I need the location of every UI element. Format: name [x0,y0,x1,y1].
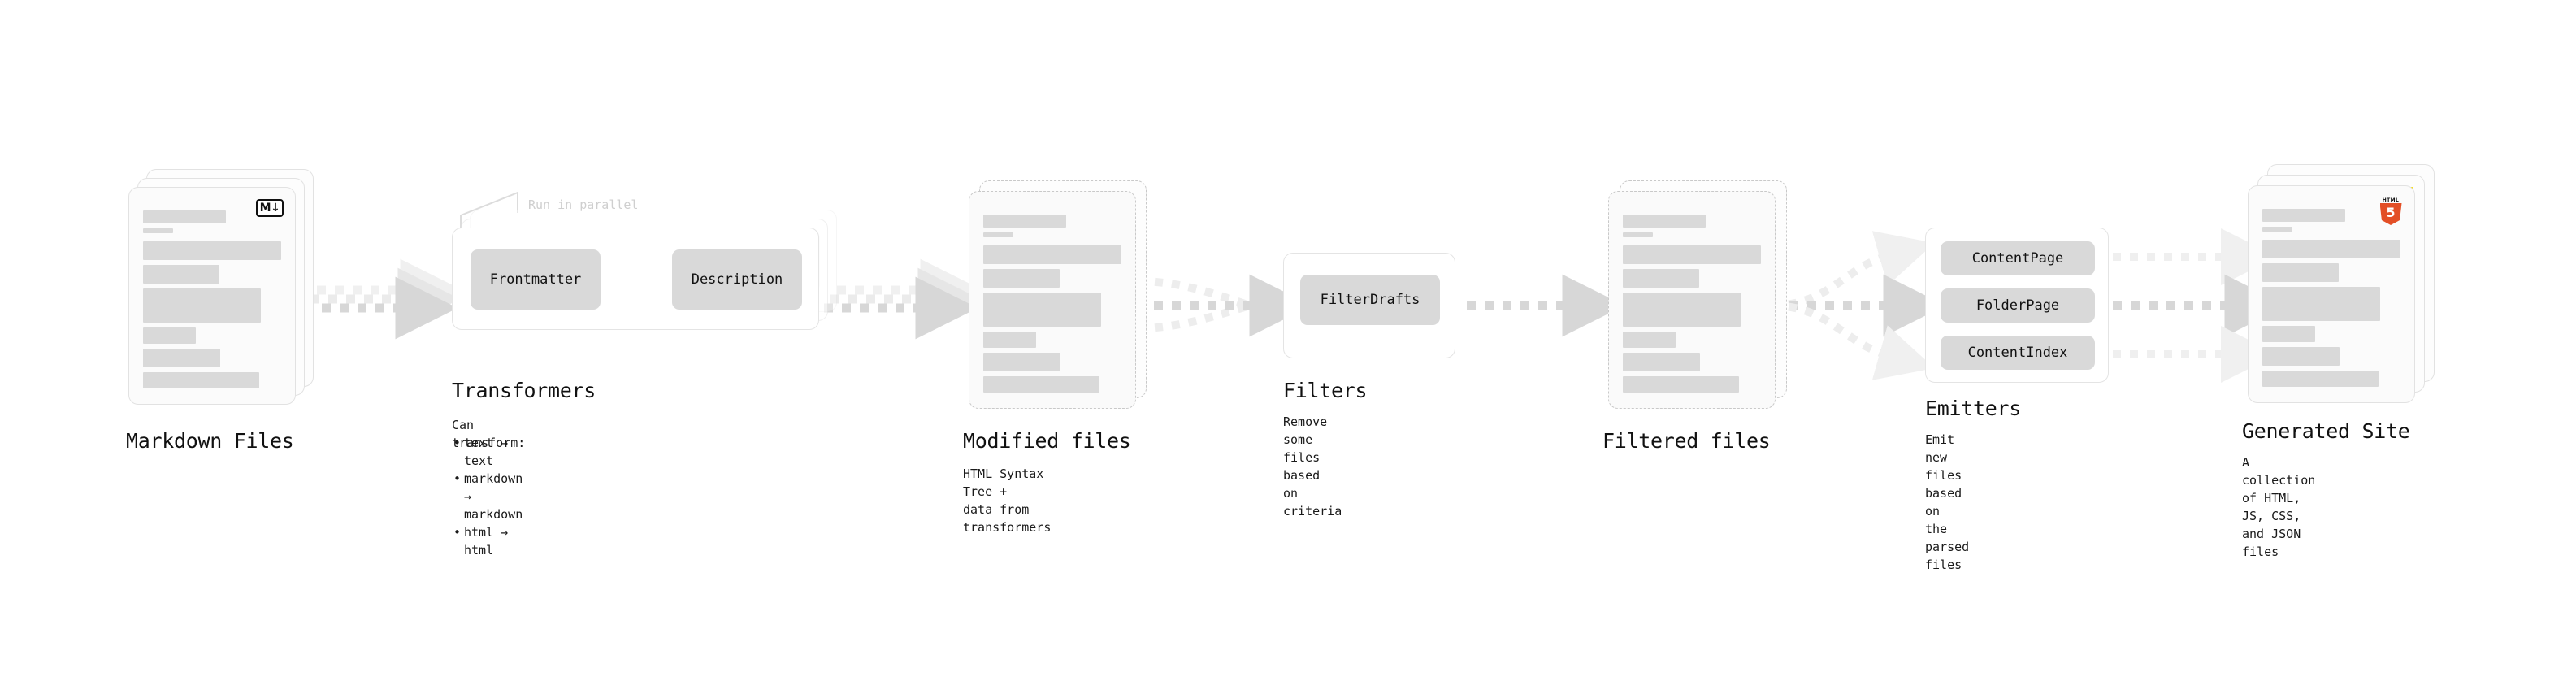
skeleton-bar [1623,293,1741,327]
modified-files-title: Modified files [963,429,1131,453]
site-card-front: HTML [2248,185,2415,403]
skeleton-bar [983,232,1014,237]
skeleton-bar [2262,347,2340,366]
document-skeleton [1623,215,1761,393]
emitters-description: Emit new files based on the parsed files [1925,432,1970,572]
skeleton-bar [1623,215,1706,228]
document-skeleton [2262,209,2400,387]
arrow-markdown-to-transformers [304,258,463,340]
document-skeleton [983,215,1121,393]
skeleton-bar [983,215,1066,228]
skeleton-bar [1623,332,1676,348]
transform-item: html → html [452,523,523,559]
skeleton-bar [983,332,1036,348]
skeleton-bar [2262,227,2293,232]
skeleton-bar [1623,232,1654,237]
filters-title: Filters [1283,379,1368,402]
skeleton-bar [1623,269,1699,288]
arrow-transformers-to-modified [824,258,983,340]
skeleton-bar [1623,376,1739,393]
skeleton-bar [2262,209,2345,222]
emitter-pill-contentindex[interactable]: ContentIndex [1941,336,2095,370]
skeleton-bar [1623,353,1701,371]
markdown-card-front: M↓ [128,187,296,405]
filters-description: Remove some files based on criteria [1283,414,1342,518]
skeleton-bar [143,265,219,284]
markdown-icon: M↓ [256,199,284,217]
skeleton-bar [143,210,226,223]
skeleton-bar [2262,371,2379,387]
html5-icon: HTML [2379,197,2403,225]
emitter-pill-contentpage[interactable]: ContentPage [1941,241,2095,275]
skeleton-bar [983,293,1101,327]
emitter-pill-folderpage[interactable]: FolderPage [1941,288,2095,323]
document-skeleton [143,210,281,388]
skeleton-bar [143,372,259,388]
skeleton-bar [2262,240,2400,258]
skeleton-bar [143,288,261,323]
filter-pill-filterdrafts[interactable]: FilterDrafts [1300,275,1440,325]
skeleton-bar [143,327,196,344]
transform-item: markdown → markdown [452,470,523,523]
filtered-card-front [1608,191,1776,409]
skeleton-bar [983,376,1099,393]
skeleton-bar [143,349,221,367]
modified-files-description: HTML Syntax Tree + data from transformer… [963,466,1052,535]
skeleton-bar [143,241,281,260]
skeleton-bar [983,353,1061,371]
skeleton-bar [983,269,1060,288]
arrow-modified-to-filters [1136,274,1312,337]
filtered-files-title: Filtered files [1602,429,1771,453]
arrow-filtered-to-emitters [1771,231,1946,380]
emitters-title: Emitters [1925,397,2022,420]
markdown-files-title: Markdown Files [126,429,294,453]
transformers-transform-list: text → text markdown → markdown html → h… [452,434,523,559]
skeleton-bar [2262,287,2380,321]
transformer-pill-frontmatter[interactable]: Frontmatter [471,249,601,310]
transformers-box-front: Frontmatter Description [452,228,819,330]
skeleton-bar [2262,263,2339,282]
modified-card-front [969,191,1136,409]
transformers-title: Transformers [452,379,596,402]
html5-icon-word: HTML [2382,197,2400,203]
skeleton-bar [143,228,174,233]
run-in-parallel-label: Run in parallel [528,197,639,212]
skeleton-bar [1623,245,1761,264]
markdown-icon-arrow: ↓ [271,202,280,215]
filters-box: FilterDrafts [1283,253,1455,358]
markdown-icon-letter: M [259,202,271,215]
generated-site-description: A collection of HTML, JS, CSS, and JSON … [2242,455,2316,559]
arrow-emitters-to-site [2113,228,2288,383]
generated-site-title: Generated Site [2242,419,2410,443]
transformer-pill-description[interactable]: Description [672,249,802,310]
emitters-box: ContentPage FolderPage ContentIndex [1925,228,2109,383]
skeleton-bar [983,245,1121,264]
skeleton-bar [2262,326,2315,342]
transform-item: text → text [452,434,523,470]
